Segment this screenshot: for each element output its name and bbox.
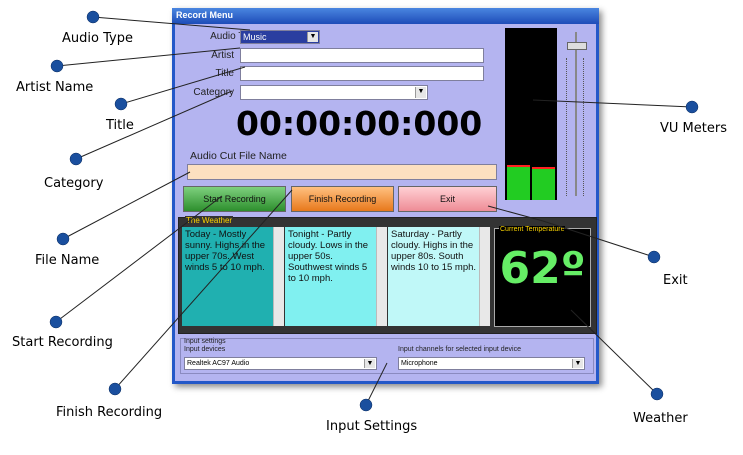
input-settings-title: Input settings [184,338,226,345]
callout-label-vu-meters: VU Meters [660,121,727,136]
forecast-today-scrollbar[interactable] [273,227,284,326]
callout-label-artist-name: Artist Name [16,80,94,95]
slider-ticks-left [566,58,570,196]
vu-meter-right-level [532,167,555,200]
callout-label-category: Category [44,176,104,191]
artist-label: Artist [211,50,234,61]
start-recording-button[interactable]: Start Recording [183,186,286,212]
vu-meter-left-level [507,165,530,200]
forecast-today: Today - Mostly sunny. Highs in the upper… [182,227,274,326]
callout-label-title: Title [106,118,134,133]
callout-dot-finish-recording [108,382,122,396]
callout-label-finish-recording: Finish Recording [56,405,163,420]
window-title: Record Menu [176,10,234,20]
artist-field[interactable] [240,48,484,63]
callout-label-exit: Exit [663,273,688,288]
file-name-field[interactable] [187,164,497,180]
slider-ticks-right [583,58,587,196]
input-channels-label: Input channels for selected input device [398,346,521,353]
callout-dot-artist-name [50,59,64,73]
chevron-down-icon[interactable]: ▼ [572,359,583,368]
callout-dot-title [114,97,128,111]
input-device-combo[interactable]: Realtek AC97 Audio ▼ [184,357,377,370]
slider-track [575,32,577,196]
exit-button[interactable]: Exit [398,186,497,212]
callout-dot-weather [650,387,664,401]
input-channel-value: Microphone [401,360,438,367]
callout-label-audio-type: Audio Type [62,31,133,46]
forecast-tonight-scrollbar[interactable] [376,227,387,326]
input-channel-combo[interactable]: Microphone ▼ [398,357,585,370]
audio-type-label: Audio Type [210,31,260,42]
callout-dot-vu-meters [685,100,699,114]
callout-label-input-settings: Input Settings [326,419,418,434]
current-temperature-label: Current Temperature [499,226,566,233]
callout-dot-input-settings [359,398,373,412]
volume-slider[interactable] [561,28,591,200]
title-field[interactable] [240,66,484,81]
callout-dot-category [69,152,83,166]
audio-type-value: Music [243,32,267,42]
weather-group-title: The Weather [185,216,234,225]
current-temperature-value: 62º [499,243,586,294]
category-combo[interactable]: ▼ [240,85,428,100]
audio-type-combo[interactable]: Music ▼ [240,30,320,44]
chevron-down-icon[interactable]: ▼ [415,87,426,98]
forecast-saturday-scrollbar[interactable] [479,227,490,326]
recording-timer: 00:00:00:000 [236,104,483,143]
callout-dot-audio-type [86,10,100,24]
forecast-saturday: Saturday - Partly cloudy. Highs in the u… [388,227,480,326]
callout-label-file-name: File Name [35,253,100,268]
callout-label-weather: Weather [633,411,688,426]
finish-recording-button[interactable]: Finish Recording [291,186,394,212]
callout-label-start-recording: Start Recording [12,335,113,350]
forecast-tonight: Tonight - Partly cloudy. Lows in the upp… [285,227,377,326]
vu-meters [505,28,557,200]
chevron-down-icon[interactable]: ▼ [364,359,375,368]
input-devices-label: Input devices [184,346,226,353]
callout-dot-start-recording [49,315,63,329]
input-device-value: Realtek AC97 Audio [187,360,250,367]
callout-dot-file-name [56,232,70,246]
file-name-label: Audio Cut File Name [190,150,287,162]
title-label: Title [215,68,234,79]
title-bar[interactable]: Record Menu [172,8,599,24]
category-label: Category [193,87,234,98]
callout-dot-exit [647,250,661,264]
chevron-down-icon[interactable]: ▼ [307,32,318,42]
slider-thumb[interactable] [567,42,587,50]
